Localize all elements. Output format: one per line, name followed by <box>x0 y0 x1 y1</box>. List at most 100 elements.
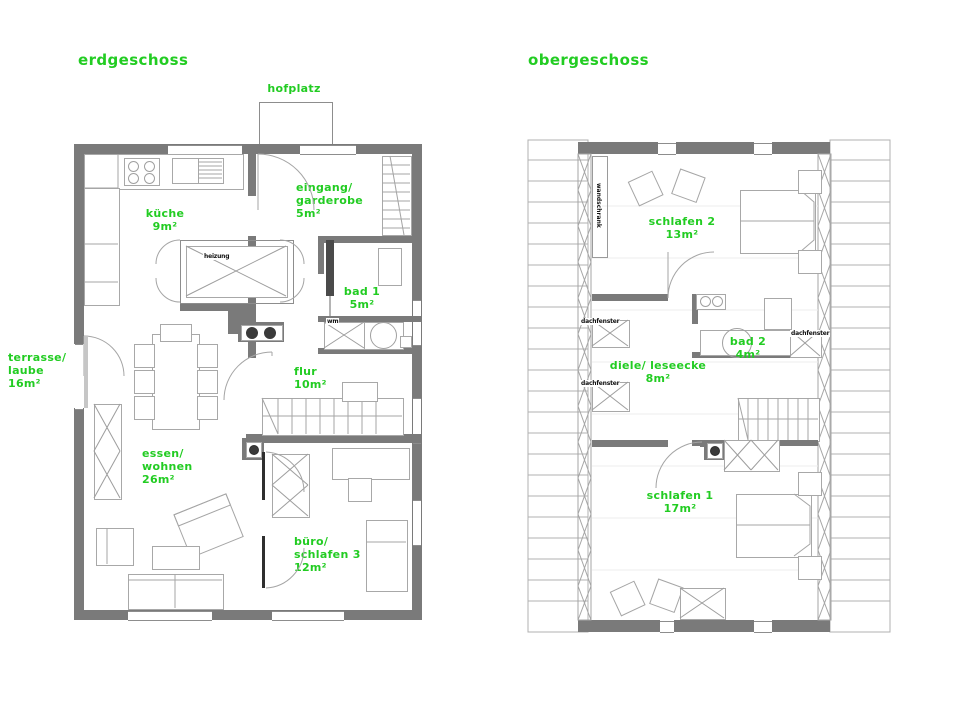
eg-staircase <box>262 398 404 436</box>
og-iwall-bad2-corner <box>692 352 698 358</box>
og-wall-north-2 <box>676 142 754 154</box>
label-schlafen2-line2: 13m² <box>665 228 699 241</box>
eg-terrace-door-glazing <box>75 344 83 410</box>
label-buero-line1: büro/ <box>294 535 329 548</box>
label-wm: wm <box>326 318 340 325</box>
og-bad2-basin <box>722 328 752 358</box>
eg-desk <box>332 448 410 480</box>
eg-wall-west-lower <box>74 408 84 620</box>
og-iwall-s1-north-a <box>592 440 668 447</box>
label-wandschrank: wandschrank <box>595 182 602 229</box>
eg-coffee-table <box>152 546 200 570</box>
eg-bad1-cabinet <box>378 248 402 286</box>
floor-title-erdgeschoss: erdgeschoss <box>78 51 189 69</box>
label-terrasse-line2: laube <box>8 364 44 377</box>
label-essen-line3: 26m² <box>142 473 175 486</box>
label-bad1-line2: 5m² <box>349 298 375 311</box>
eg-window-east-3 <box>413 500 421 546</box>
eg-stove-burner-2 <box>144 161 155 172</box>
eg-stove-burner-3 <box>128 173 139 184</box>
eg-door-leaf-1 <box>262 452 265 500</box>
label-schlafen1-line1: schlafen 1 <box>646 489 714 502</box>
eg-wall-west-upper <box>74 144 84 344</box>
eg-dining-chair-r1 <box>197 344 218 368</box>
eg-stove-burner-4 <box>144 173 155 184</box>
eg-sink <box>172 158 200 184</box>
label-terrasse-line3: 16m² <box>8 377 41 390</box>
eg-stove-burner-1 <box>128 161 139 172</box>
label-flur-line2: 10m² <box>294 378 327 391</box>
og-staircase <box>738 398 820 442</box>
og-bad2-cabinet <box>764 298 792 330</box>
label-heizung: heizung <box>203 253 231 260</box>
eg-iwall-flur-north <box>318 348 422 354</box>
eg-wall-north <box>74 144 422 154</box>
og-window-south-1 <box>660 621 674 633</box>
og-wall-north-3 <box>772 142 830 154</box>
label-dachfenster-2: dachfenster <box>580 380 621 387</box>
og-roof-hatch-east <box>829 139 891 633</box>
og-hob-burner-1 <box>700 296 711 307</box>
eg-iwall-kitchen-south <box>180 304 256 311</box>
eg-wall-east <box>412 144 422 620</box>
og-nightstand-3 <box>798 472 822 496</box>
eg-wall-south <box>74 610 422 620</box>
eg-window-south-1 <box>128 611 212 621</box>
og-hob-burner-2 <box>712 296 723 307</box>
eg-terrace-door-leaf <box>84 336 88 408</box>
label-diele-line2: 8m² <box>645 372 671 385</box>
eg-hob-burner-2 <box>264 327 276 339</box>
og-wandschrank <box>592 156 608 258</box>
og-utility-box-dot <box>710 446 720 456</box>
eg-bad1-wc <box>400 336 412 348</box>
eg-dining-chair-l3 <box>134 396 155 420</box>
og-iwall-s2-south-a <box>592 294 668 301</box>
eg-dining-table <box>152 334 200 430</box>
og-wall-north-1 <box>578 142 658 154</box>
eg-iwall-bad1-north <box>318 236 422 243</box>
label-essen-line1: essen/ <box>142 447 184 460</box>
eg-hob-burner-1 <box>246 327 258 339</box>
eg-bad1-basin <box>370 322 397 349</box>
label-terrasse-line1: terrasse/ <box>8 351 67 364</box>
eg-dining-chair-r3 <box>197 396 218 420</box>
eg-armchair <box>96 528 134 566</box>
label-dachfenster-1: dachfenster <box>580 318 621 325</box>
eg-dining-chair-r2 <box>197 370 218 394</box>
og-wall-south-3 <box>772 620 830 632</box>
og-nightstand-1 <box>798 170 822 194</box>
eg-heizung-housing <box>180 240 294 304</box>
label-eingang-line1: eingang/ <box>296 181 353 194</box>
eg-window-east-2 <box>413 398 421 444</box>
eg-iwall-flur-south <box>246 434 422 443</box>
floor-title-obergeschoss: obergeschoss <box>528 51 649 69</box>
eg-window-east-1 <box>413 300 421 346</box>
og-nightstand-2 <box>798 250 822 274</box>
eg-window-north-2 <box>300 145 356 155</box>
og-iwall-bad2-west <box>692 294 698 324</box>
eg-dining-chair-l1 <box>134 344 155 368</box>
eg-iwall-entry-left-a <box>248 154 256 196</box>
eg-dining-chair-l2 <box>134 370 155 394</box>
eg-iwall-bad1-south <box>318 316 422 322</box>
label-flur-line1: flur <box>294 365 318 378</box>
og-kneewall-east <box>817 153 832 621</box>
eg-stair-top-landing <box>342 382 378 402</box>
label-buero-line2: schlafen 3 <box>294 548 361 561</box>
eg-iwall-bad1-west <box>318 236 324 274</box>
label-schlafen1-line2: 17m² <box>663 502 697 515</box>
og-kneewall-west <box>577 153 592 621</box>
label-schlafen2-line1: schlafen 2 <box>648 215 716 228</box>
eg-dining-chair-top <box>160 324 192 342</box>
og-wall-south-1 <box>578 620 660 632</box>
label-buero-line3: 12m² <box>294 561 327 574</box>
label-bad1-line1: bad 1 <box>343 285 381 298</box>
og-bed-schlafen2 <box>740 190 816 254</box>
label-essen-line2: wohnen <box>142 460 193 473</box>
og-floor-lines <box>592 205 818 571</box>
label-hofplatz: hofplatz <box>267 82 321 95</box>
label-kueche-line1: küche <box>145 207 185 220</box>
eg-bed-schlafen3 <box>366 520 408 592</box>
eg-shower-screen <box>326 240 334 296</box>
